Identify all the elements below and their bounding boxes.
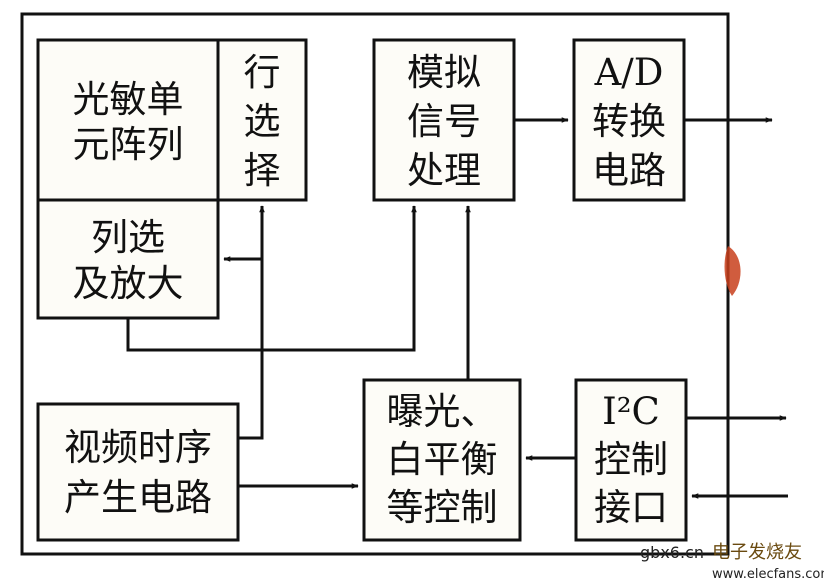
watermark-url: www.elecfans.com [712, 567, 824, 582]
timing-line-2: 产生电路 [64, 476, 212, 519]
block-adc: A/D 转换 电路 [572, 38, 686, 202]
exposure-line-2: 白平衡 [387, 438, 498, 481]
photo-array-line-1: 光敏单 [73, 78, 184, 121]
row-select-line-3: 择 [244, 149, 281, 192]
exposure-line-1: 曝光、 [387, 390, 498, 433]
adc-line-3: 电路 [592, 149, 666, 192]
timing-line-1: 视频时序 [64, 426, 212, 469]
watermark-brand: 电子发烧友 [712, 542, 802, 563]
block-photo-array: 光敏单 元阵列 [36, 38, 220, 202]
block-i2c-interface: I²C 控制 接口 [574, 378, 688, 542]
col-select-line-2: 及放大 [73, 262, 184, 305]
photo-array-line-2: 元阵列 [73, 123, 184, 166]
adc-line-1: A/D [594, 51, 664, 94]
i2c-line-1: I²C [602, 390, 660, 433]
analog-line-2: 信号 [407, 100, 481, 143]
watermark-flame-icon [724, 246, 741, 296]
arrow-col-select-to-analog [126, 205, 417, 352]
exposure-line-3: 等控制 [387, 486, 498, 529]
i2c-line-3: 接口 [594, 486, 668, 529]
arrow-timing-to-row-select [238, 205, 265, 440]
block-analog-processing: 模拟 信号 处理 [372, 38, 516, 202]
block-row-select: 行 选 择 [216, 38, 308, 202]
row-select-line-1: 行 [244, 51, 281, 94]
analog-line-3: 处理 [407, 149, 481, 192]
block-col-select: 列选 及放大 [36, 198, 220, 320]
watermark: gbx6.cn 电子发烧友 www.elecfans.com [640, 246, 824, 582]
i2c-line-2: 控制 [594, 438, 668, 481]
watermark-site: gbx6.cn [640, 543, 704, 562]
adc-line-2: 转换 [592, 100, 666, 143]
analog-line-1: 模拟 [407, 51, 481, 94]
row-select-line-2: 选 [244, 100, 281, 143]
block-timing-generator: 视频时序 产生电路 [36, 402, 240, 542]
col-select-line-1: 列选 [91, 216, 165, 259]
block-exposure-control: 曝光、 白平衡 等控制 [362, 378, 522, 542]
